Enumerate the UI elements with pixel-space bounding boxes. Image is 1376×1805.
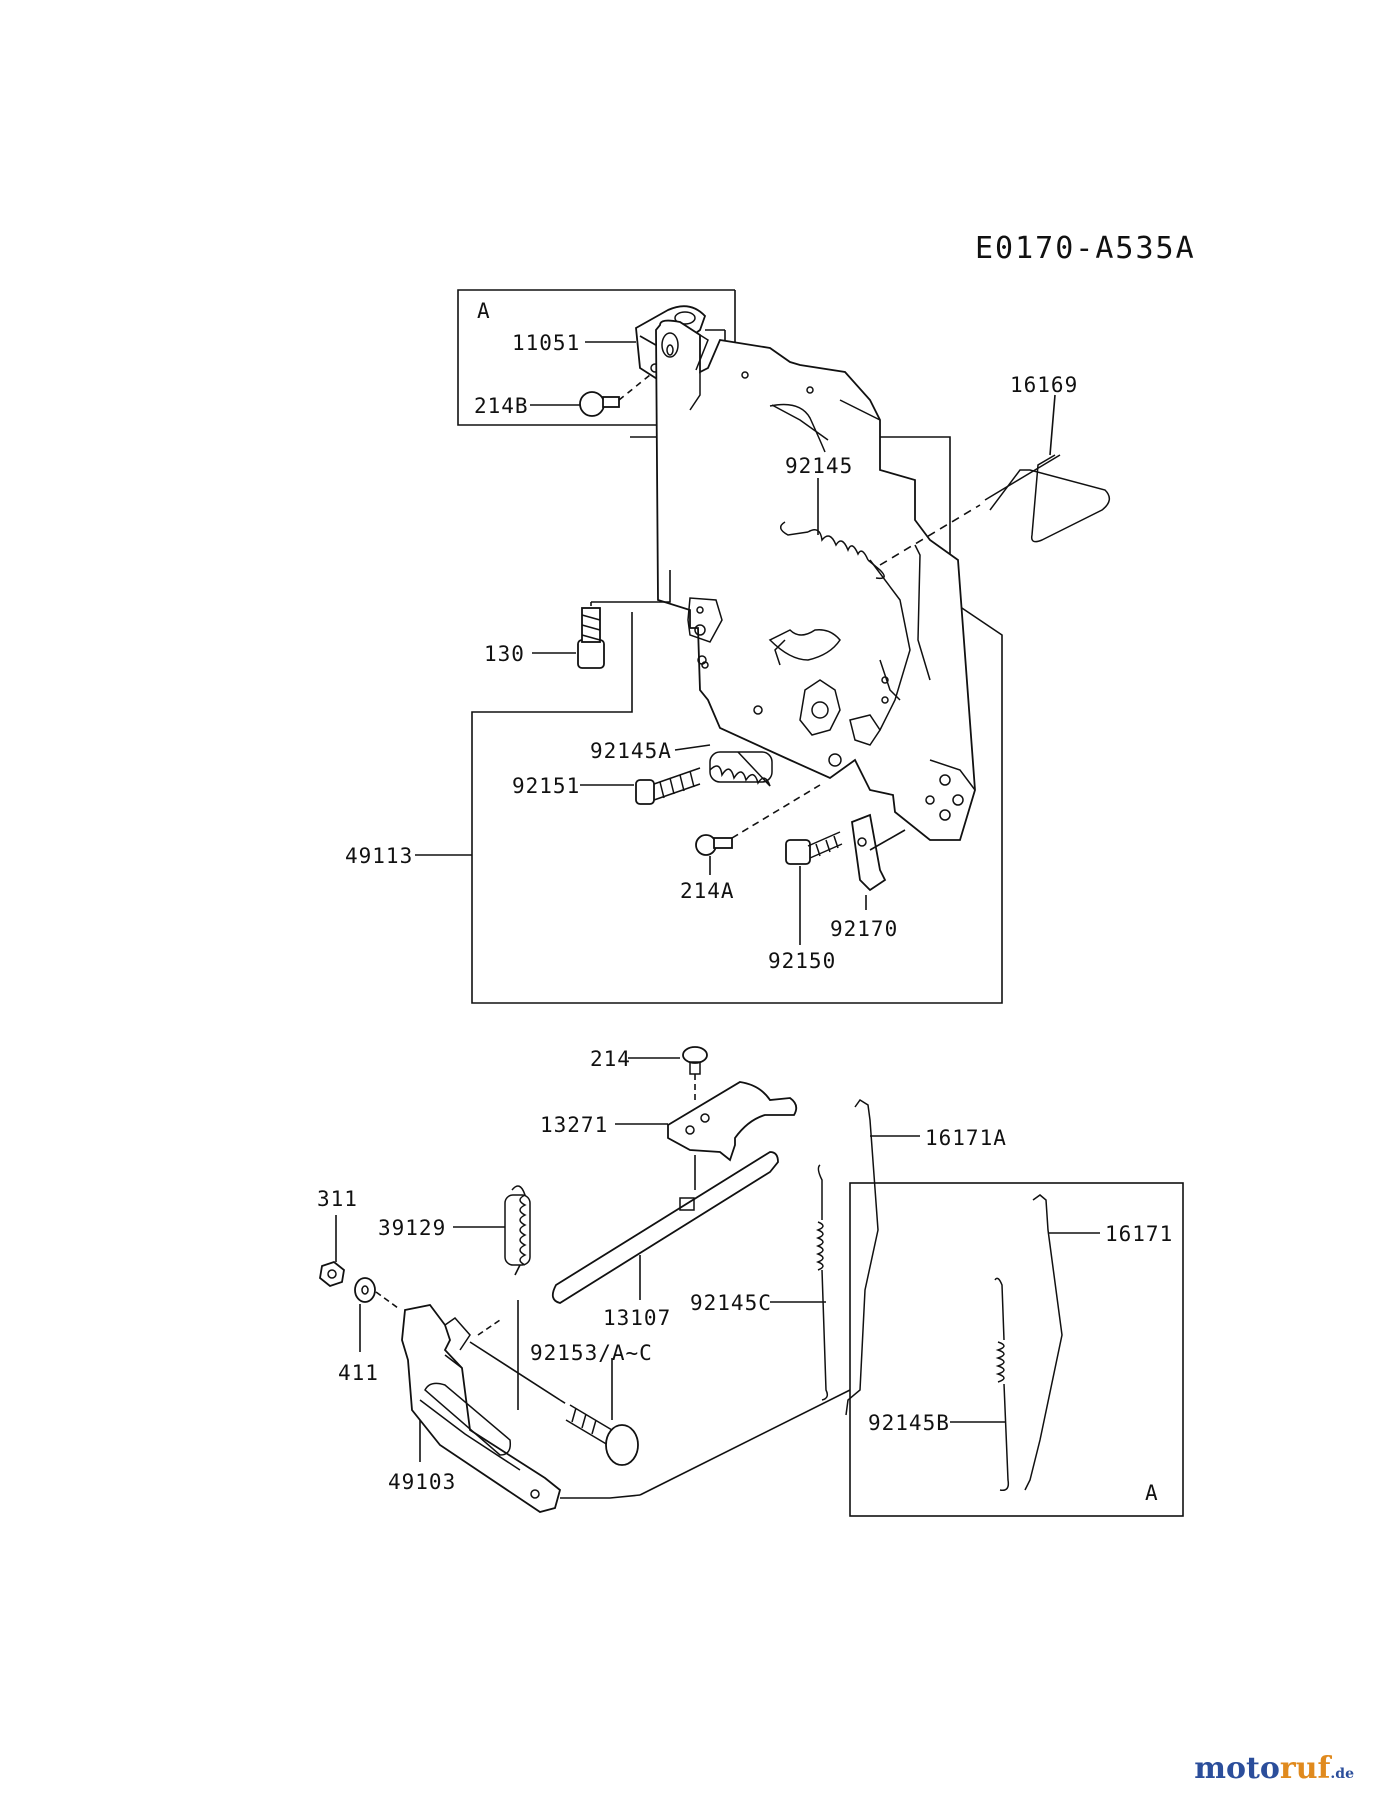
lever-49103: [401, 1304, 569, 1513]
diagram-code: E0170-A535A: [975, 231, 1196, 266]
label-92145a: 92145A: [590, 739, 672, 763]
label-92145b: 92145B: [868, 1411, 950, 1435]
plate-13271: [667, 1081, 798, 1190]
label-92170: 92170: [830, 917, 898, 941]
label-214a: 214A: [680, 879, 735, 903]
nut-311: [319, 1215, 345, 1288]
spring-92145: [779, 478, 885, 580]
label-130: 130: [484, 642, 525, 666]
label-92150: 92150: [768, 949, 836, 973]
spring-92145b: [950, 1277, 1010, 1492]
washer-411: [354, 1277, 399, 1352]
label-16169: 16169: [1010, 373, 1078, 397]
screw-214: [682, 1046, 708, 1100]
watermark-part-1: moto: [1194, 1751, 1280, 1786]
screw-214b: [579, 374, 651, 417]
label-92153: 92153/A~C: [530, 1341, 653, 1365]
label-13107: 13107: [603, 1306, 671, 1330]
label-49113: 49113: [345, 844, 413, 868]
watermark-logo: motoruf.de: [1194, 1751, 1354, 1786]
label-11051: 11051: [512, 331, 580, 355]
bolt-92150: [785, 831, 843, 945]
spring-39129: [504, 1185, 531, 1410]
box-a2-label: A: [1145, 1481, 1159, 1505]
label-92145c: 92145C: [690, 1291, 772, 1315]
wire-16171a: [845, 1098, 920, 1416]
label-214b: 214B: [474, 394, 529, 418]
label-311: 311: [317, 1187, 358, 1211]
label-214: 214: [590, 1047, 631, 1071]
spring-92145a: [709, 751, 773, 787]
label-49103: 49103: [388, 1470, 456, 1494]
inset-box-a-bottom: A: [849, 1182, 1184, 1517]
screw-214a: [695, 784, 821, 875]
label-92151: 92151: [512, 774, 580, 798]
control-plate-49113: [655, 319, 976, 841]
bolt-130: [577, 570, 671, 669]
screw-92151: [635, 767, 701, 805]
clip-92170: [851, 813, 906, 910]
label-411: 411: [338, 1361, 379, 1385]
link-16169: [879, 394, 1111, 566]
label-92145: 92145: [785, 454, 853, 478]
box-a-label: A: [477, 299, 491, 323]
label-39129: 39129: [378, 1216, 446, 1240]
label-16171a: 16171A: [925, 1126, 1007, 1150]
watermark-part-2: ruf: [1279, 1751, 1331, 1786]
wire-16171: [1024, 1194, 1100, 1491]
spring-92145c: [770, 1164, 829, 1401]
bolt-92153: [565, 1358, 639, 1466]
label-13271: 13271: [540, 1113, 608, 1137]
label-16171: 16171: [1105, 1222, 1173, 1246]
watermark-part-3: .de: [1330, 1766, 1354, 1782]
shaft-13107: [551, 1151, 779, 1304]
